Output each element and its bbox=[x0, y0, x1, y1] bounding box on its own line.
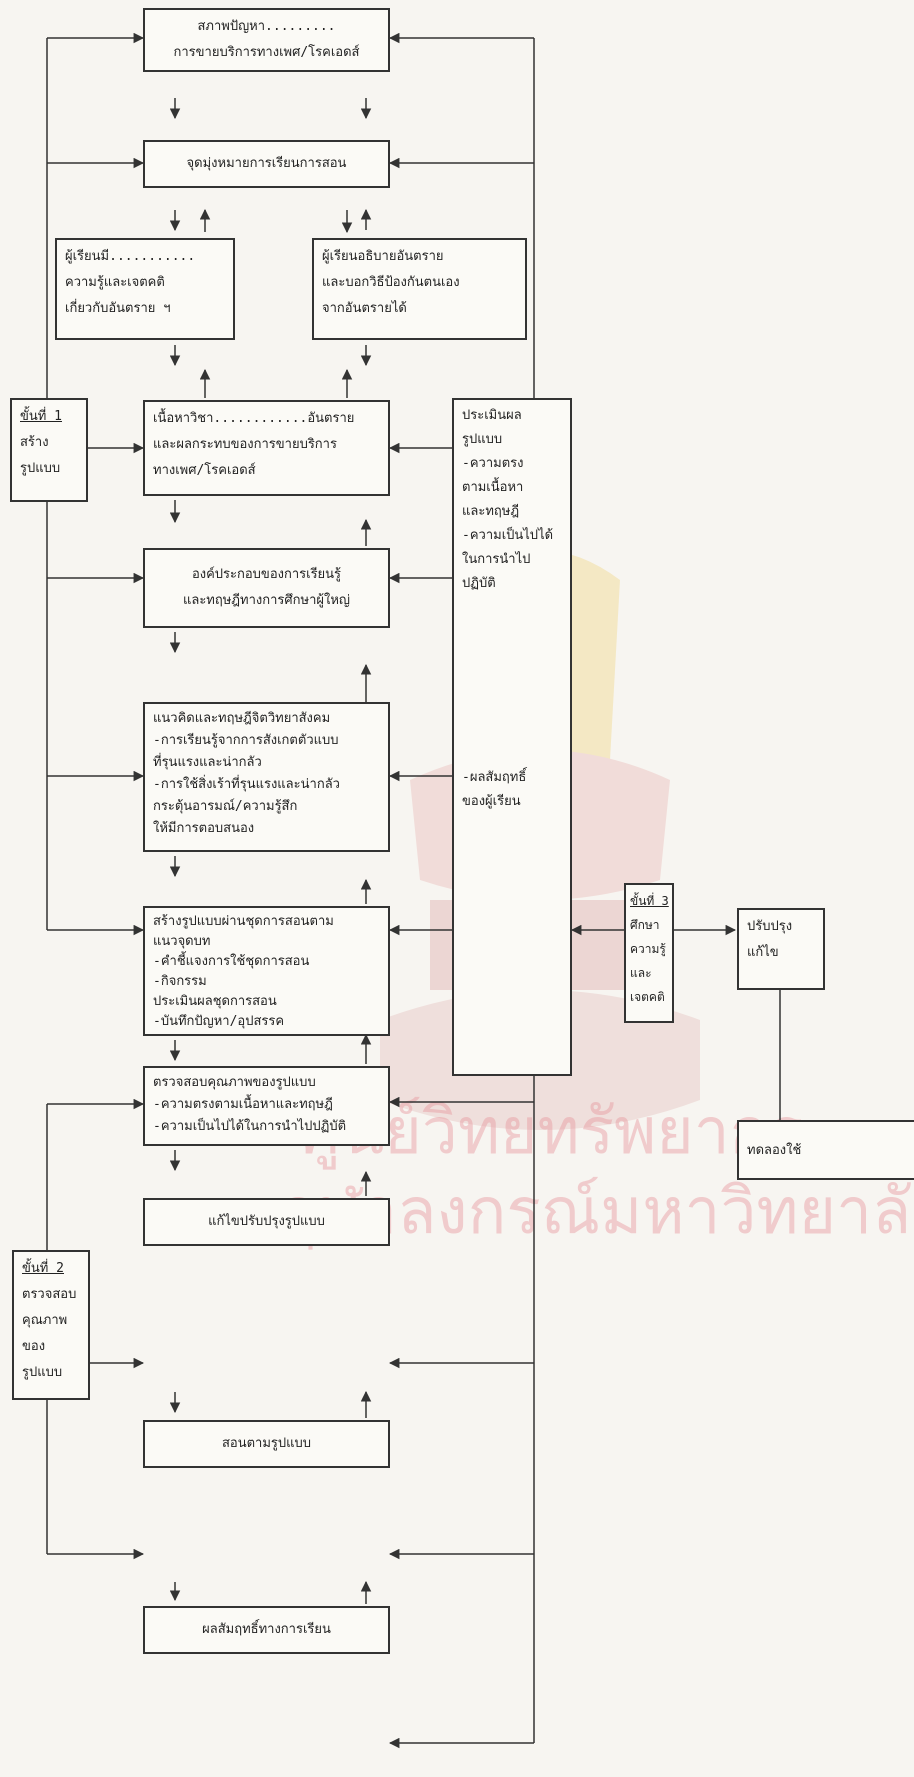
evaluate-line-8: -ความเป็นไปได้ bbox=[462, 528, 554, 543]
revise-line-1: แก้ไขปรับปรุงรูปแบบ bbox=[208, 1214, 325, 1229]
check-quality-box: ตรวจสอบคุณภาพของรูปแบบ -ความตรงตามเนื้อห… bbox=[143, 1066, 390, 1146]
learner-knows-box: ผู้เรียนมี........... ความรู้และเจตคติ เ… bbox=[55, 238, 235, 340]
improve-box: ปรับปรุง แก้ไข bbox=[737, 908, 825, 990]
step2-box: ขั้นที่ 2 ตรวจสอบ คุณภาพ ของ รูปแบบ bbox=[12, 1250, 90, 1400]
step2-line-5: รูปแบบ bbox=[22, 1365, 63, 1380]
psych-theory-line-2: -การเรียนรู้จากการสังเกตตัวแบบ bbox=[153, 733, 339, 748]
psych-theory-line-6: ให้มีการตอบสนอง bbox=[153, 821, 255, 836]
problem-line-1: สภาพปัญหา......... bbox=[197, 19, 336, 34]
psych-theory-line-1: แนวคิดและทฤษฎีจิตวิทยาสังคม bbox=[153, 711, 331, 726]
build-model-line-1: สร้างรูปแบบผ่านชุดการสอนตาม bbox=[153, 914, 334, 929]
psych-theory-line-5: กระตุ้นอารมณ์/ความรู้สึก bbox=[153, 799, 298, 814]
learner-explains-line-1: ผู้เรียนอธิบายอันตราย bbox=[322, 249, 444, 264]
problem-line-2: การขายบริการทางเพศ/โรคเอดส์ bbox=[173, 45, 360, 60]
evaluate-gap bbox=[462, 596, 562, 766]
evaluate-line-6: ตามเนื้อหา bbox=[462, 480, 524, 495]
components-line-2: และทฤษฎีทางการศึกษาผู้ใหญ่ bbox=[182, 593, 351, 608]
learner-knows-line-2: ความรู้และเจตคติ bbox=[65, 275, 165, 290]
learner-explains-line-2: และบอกวิธีป้องกันตนเอง bbox=[322, 275, 460, 290]
step3-line-3: ความรู้ bbox=[630, 942, 666, 956]
step1-line-2: สร้าง bbox=[20, 435, 49, 450]
evaluate-line-2: รูปแบบ bbox=[462, 432, 503, 447]
evaluate-line-7: และทฤษฎี bbox=[462, 504, 520, 519]
step2-title: ขั้นที่ 2 bbox=[22, 1261, 64, 1276]
build-model-line-4: -กิจกรรม bbox=[153, 974, 207, 989]
evaluate-line-12: ของผู้เรียน bbox=[462, 794, 521, 809]
problem-box: สภาพปัญหา......... การขายบริการทางเพศ/โร… bbox=[143, 8, 390, 72]
evaluate-line-10: ปฏิบัติ bbox=[462, 576, 496, 591]
step3-line-5: เจตคติ bbox=[630, 990, 665, 1004]
check-quality-line-3: -ความเป็นไปได้ในการนำไปปฏิบัติ bbox=[153, 1119, 347, 1134]
psych-theory-box: แนวคิดและทฤษฎีจิตวิทยาสังคม -การเรียนรู้… bbox=[143, 702, 390, 852]
learner-knows-line-3: เกี่ยวกับอันตราย ฯ bbox=[65, 301, 171, 316]
revise-box: แก้ไขปรับปรุงรูปแบบ bbox=[143, 1198, 390, 1246]
check-quality-line-2: -ความตรงตามเนื้อหาและทฤษฎี bbox=[153, 1097, 333, 1112]
evaluate-box: ประเมินผล รูปแบบ -ความตรง ตามเนื้อหา และ… bbox=[452, 398, 572, 1076]
build-model-box: สร้างรูปแบบผ่านชุดการสอนตาม แนวจุดบท -คำ… bbox=[143, 906, 390, 1036]
content-line-3: ทางเพศ/โรคเอดส์ bbox=[153, 463, 256, 478]
evaluate-line-1: ประเมินผล bbox=[462, 408, 522, 423]
achievement-box: ผลสัมฤทธิ์ทางการเรียน bbox=[143, 1606, 390, 1654]
step1-box: ขั้นที่ 1 สร้าง รูปแบบ bbox=[10, 398, 88, 502]
step2-line-2: ตรวจสอบ bbox=[22, 1287, 77, 1302]
check-quality-line-1: ตรวจสอบคุณภาพของรูปแบบ bbox=[153, 1075, 316, 1090]
build-model-line-2: แนวจุดบท bbox=[153, 934, 211, 949]
psych-theory-line-4: -การใช้สิ่งเร้าที่รุนแรงและน่ากลัว bbox=[153, 777, 340, 792]
content-box: เนื้อหาวิชา............อันตราย และผลกระท… bbox=[143, 400, 390, 496]
step1-title: ขั้นที่ 1 bbox=[20, 409, 62, 424]
step3-title: ขั้นที่ 3 bbox=[630, 894, 669, 908]
learner-explains-line-3: จากอันตรายได้ bbox=[322, 301, 407, 316]
improve-line-2: แก้ไข bbox=[747, 945, 779, 960]
step1-line-3: รูปแบบ bbox=[20, 461, 61, 476]
trial-line-1: ทดลองใช้ bbox=[747, 1143, 802, 1158]
evaluate-line-9: ในการนำไป bbox=[462, 552, 531, 567]
step3-box: ขั้นที่ 3 ศึกษา ความรู้ และ เจตคติ bbox=[624, 883, 674, 1023]
goal-box: จุดมุ่งหมายการเรียนการสอน bbox=[143, 140, 390, 188]
psych-theory-line-3: ที่รุนแรงและน่ากลัว bbox=[153, 755, 262, 770]
components-line-1: องค์ประกอบของการเรียนรู้ bbox=[191, 567, 342, 582]
step2-line-4: ของ bbox=[22, 1339, 46, 1354]
evaluate-line-11: -ผลสัมฤทธิ์ bbox=[462, 770, 527, 785]
evaluate-line-5: -ความตรง bbox=[462, 456, 524, 471]
learner-knows-line-1: ผู้เรียนมี........... bbox=[65, 249, 196, 264]
teach-box: สอนตามรูปแบบ bbox=[143, 1420, 390, 1468]
components-box: องค์ประกอบของการเรียนรู้ และทฤษฎีทางการศ… bbox=[143, 548, 390, 628]
build-model-line-3: -คำชี้แจงการใช้ชุดการสอน bbox=[153, 954, 310, 969]
teach-line-1: สอนตามรูปแบบ bbox=[221, 1436, 312, 1451]
step3-line-2: ศึกษา bbox=[630, 918, 660, 932]
achievement-line-1: ผลสัมฤทธิ์ทางการเรียน bbox=[202, 1622, 331, 1637]
learner-explains-box: ผู้เรียนอธิบายอันตราย และบอกวิธีป้องกันต… bbox=[312, 238, 527, 340]
build-model-line-5: ประเมินผลชุดการสอน bbox=[153, 994, 277, 1009]
content-line-2: และผลกระทบของการขายบริการ bbox=[153, 437, 337, 452]
trial-box: ทดลองใช้ bbox=[737, 1120, 914, 1180]
improve-line-1: ปรับปรุง bbox=[747, 919, 793, 934]
step2-line-3: คุณภาพ bbox=[22, 1313, 68, 1328]
content-line-1: เนื้อหาวิชา............อันตราย bbox=[153, 411, 355, 426]
step3-line-4: และ bbox=[630, 966, 652, 980]
goal-line-1: จุดมุ่งหมายการเรียนการสอน bbox=[186, 156, 347, 171]
build-model-line-6: -บันทึกปัญหา/อุปสรรค bbox=[153, 1014, 285, 1029]
